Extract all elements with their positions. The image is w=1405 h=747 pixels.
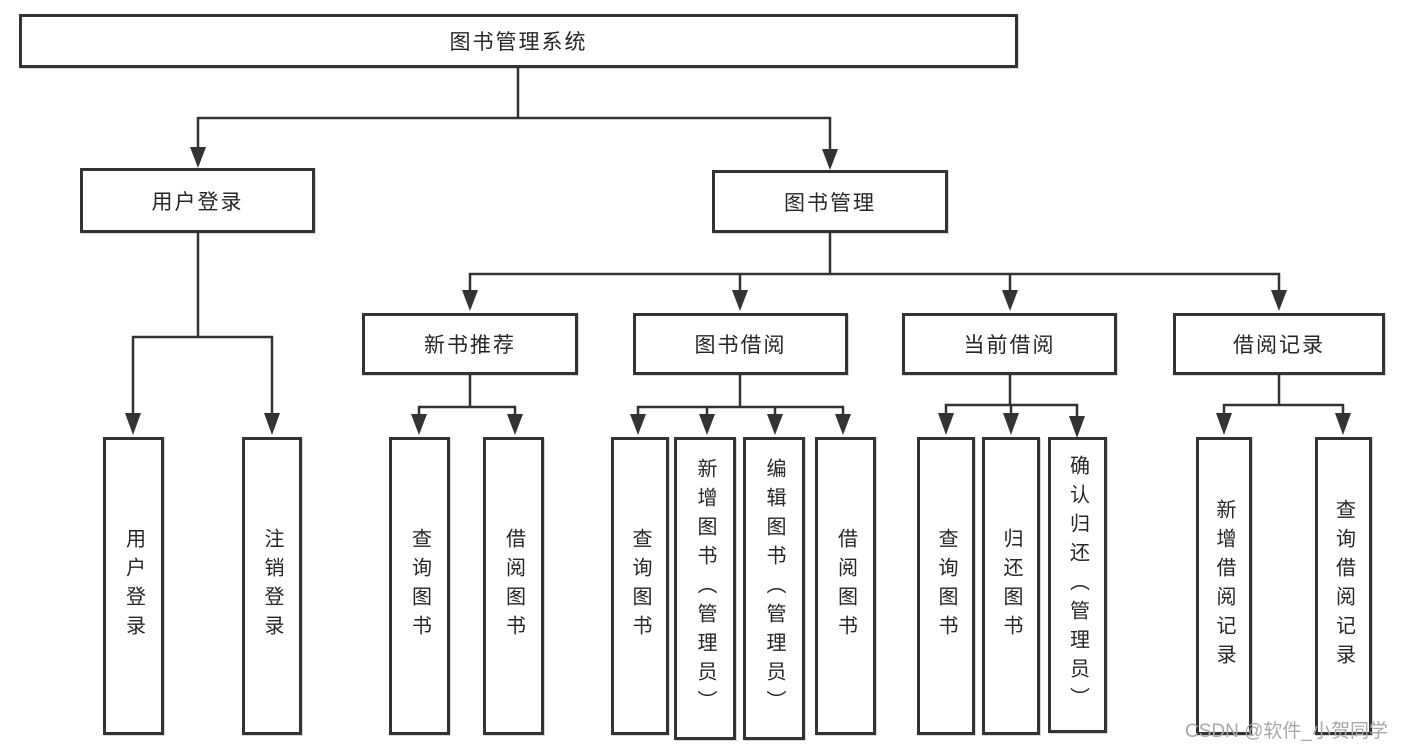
node-borrow-records: 借阅记录 [1173,313,1385,375]
leaf-add-borrow-record: 新增借阅记录 [1196,437,1252,735]
leaf-borrow-books: 借阅图书 [815,437,876,735]
leaf-return-books: 归还图书 [982,437,1040,735]
node-new-book-recommend: 新书推荐 [362,313,578,375]
leaf-query-books-newbook: 查询图书 [389,437,450,735]
leaf-add-books-admin: 新增图书（管理员） [674,437,736,740]
leaf-logout: 注销登录 [242,437,302,735]
node-book-borrowing: 图书借阅 [633,313,848,375]
node-current-borrowing: 当前借阅 [902,313,1117,375]
leaf-query-books-current: 查询图书 [917,437,975,735]
csdn-watermark: CSDN @软件_小贺同学 [1185,721,1388,742]
leaf-query-books-borrow: 查询图书 [611,437,669,735]
leaf-confirm-return-admin: 确认归还（管理员） [1048,437,1107,733]
node-book-management: 图书管理 [712,170,948,233]
node-user-login: 用户登录 [80,168,315,233]
leaf-borrow-books-newbook: 借阅图书 [483,437,544,735]
leaf-edit-books-admin: 编辑图书（管理员） [743,437,805,740]
node-root-system: 图书管理系统 [19,14,1018,68]
leaf-user-login: 用户登录 [103,437,164,735]
leaf-query-borrow-record: 查询借阅记录 [1315,437,1372,735]
